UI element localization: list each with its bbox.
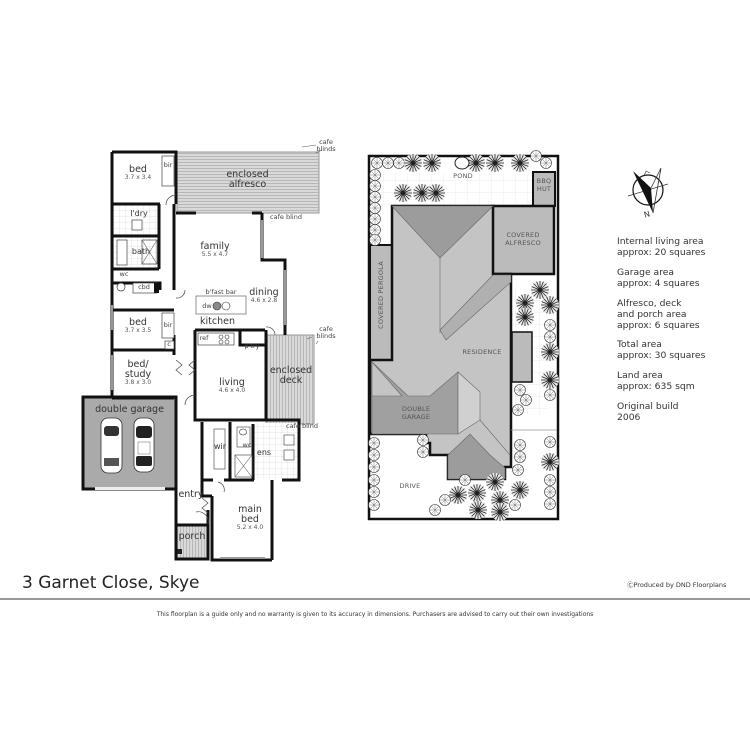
annotation-cafe-blind-deck: cafe blind: [286, 422, 318, 430]
room-dims: 3.8 x 3.0: [124, 378, 152, 386]
room-name: main bed: [238, 504, 262, 525]
room-name: family: [200, 241, 230, 252]
annotation-cafe-blinds-alfresco: cafe blinds: [316, 138, 336, 153]
room-double-garage: double garage: [95, 404, 164, 415]
room-main-bed: main bed 5.2 x 4.0: [230, 505, 270, 531]
info-label: Land area: [617, 370, 663, 381]
room-dims: 3.7 x 3.4: [124, 173, 152, 181]
room-bir-1: bir: [163, 161, 173, 169]
room-cupboard: c: [167, 340, 171, 348]
property-address: 3 Garnet Close, Skye: [22, 573, 200, 593]
info-internal-living: Internal living area approx: 20 squares: [617, 236, 705, 258]
info-total: Total area approx: 30 squares: [617, 339, 705, 361]
site-label-bbq-hut: BBQ HUT: [536, 177, 552, 193]
room-laundry: l'dry: [130, 209, 148, 218]
room-entry: entry: [178, 489, 204, 500]
room-wir: wir: [214, 442, 227, 451]
room-cbd: cbd: [138, 283, 150, 291]
room-dims: 4.6 x 4.0: [218, 386, 246, 394]
room-name: dining: [249, 287, 279, 298]
dishwasher: dw: [202, 302, 212, 310]
fridge: ref: [199, 334, 209, 342]
info-value: approx: 30 squares: [617, 350, 706, 362]
annotation-cafe-blind-alfresco: cafe blind: [270, 213, 302, 221]
info-label: Total area: [617, 339, 662, 350]
room-bed-study: bed/ study 3.8 x 3.0: [118, 360, 158, 386]
info-value: approx: 4 squares: [617, 278, 700, 290]
room-dims: 3.7 x 3.5: [124, 326, 152, 334]
site-label-residence: RESIDENCE: [462, 348, 502, 356]
site-label-covered-alfresco: COVERED ALFRESCO: [505, 231, 541, 247]
room-name: living: [219, 377, 245, 388]
info-value: 2006: [617, 412, 641, 424]
site-label-covered-pergola: COVERED PERGOLA: [377, 261, 385, 329]
room-enclosed-deck: enclosed deck: [269, 365, 313, 386]
info-label: Alfresco, deck: [617, 298, 682, 309]
info-label: Garage area: [617, 267, 675, 278]
room-family: family 5.5 x 4.7: [195, 242, 235, 258]
room-bed-1: bed 3.7 x 3.4: [118, 165, 158, 181]
room-ensuite: ens: [256, 448, 272, 457]
info-value: approx: 635 sqm: [617, 381, 695, 393]
room-dims: 5.5 x 4.7: [201, 250, 229, 258]
room-dining: dining 4.6 x 2.8: [244, 288, 284, 304]
info-alfresco-deck-porch: Alfresco, deck and porch area approx: 6 …: [617, 298, 700, 332]
room-pantry: p'try: [244, 342, 260, 350]
room-enclosed-alfresco: enclosed alfresco: [226, 169, 269, 190]
site-label-pond: POND: [453, 172, 473, 180]
footer-divider: [0, 598, 750, 600]
producer-credit: ⒸProduced by DND Floorplans: [627, 581, 727, 589]
info-value: approx: 6 squares: [617, 320, 700, 332]
room-kitchen: kitchen: [200, 316, 235, 327]
info-label: Original build: [617, 401, 679, 412]
info-value: approx: 20 squares: [617, 247, 706, 259]
room-porch: porch: [178, 531, 206, 542]
room-bir-2: bir: [163, 321, 173, 329]
room-dims: 4.6 x 2.8: [250, 296, 278, 304]
info-label: and porch area: [617, 309, 687, 321]
annotation-cafe-blinds-deck: cafe blinds: [316, 325, 336, 340]
room-bath: bath: [131, 247, 151, 256]
info-land: Land area approx: 635 sqm: [617, 370, 695, 392]
info-label: Internal living area: [617, 236, 704, 247]
room-wc-2: wc: [242, 441, 252, 449]
info-original-build: Original build 2006: [617, 401, 678, 423]
room-wc-1: wc: [119, 270, 129, 278]
room-living: living 4.6 x 4.0: [212, 378, 252, 394]
room-name: bed: [129, 317, 147, 328]
disclaimer: This floorplan is a guide only and no wa…: [156, 611, 594, 618]
room-name: bed: [129, 164, 147, 175]
room-name: bed/ study: [124, 359, 152, 380]
room-dims: 5.2 x 4.0: [236, 523, 264, 531]
breakfast-bar: b'fast bar: [205, 288, 237, 296]
compass-icon: [627, 167, 669, 214]
site-label-drive: DRIVE: [399, 482, 421, 490]
room-bed-2: bed 3.7 x 3.5: [118, 318, 158, 334]
site-label-double-garage: DOUBLE GARAGE: [401, 405, 431, 421]
info-garage: Garage area approx: 4 squares: [617, 267, 700, 289]
